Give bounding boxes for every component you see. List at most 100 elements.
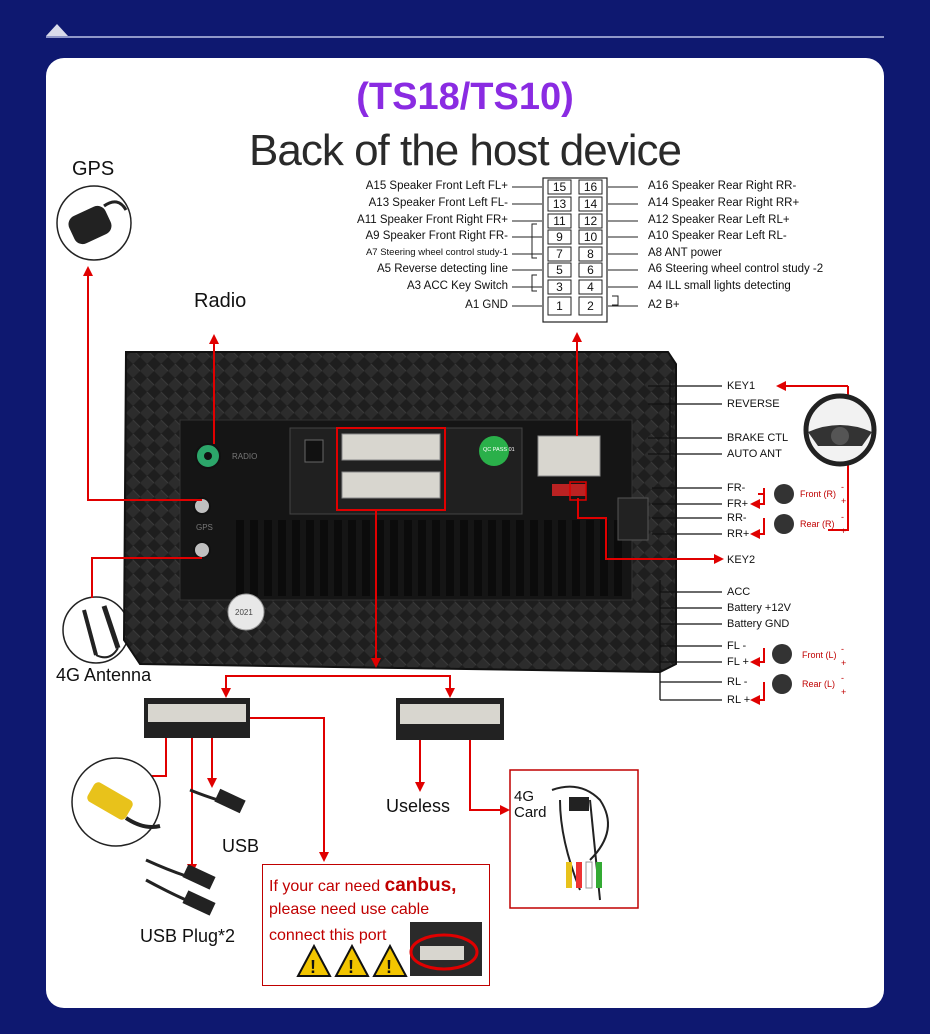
pin-number-left: 7	[556, 247, 563, 261]
pin-box	[578, 229, 603, 245]
speaker-front-r-label: Front (R)	[800, 489, 836, 499]
pin-number-left: 13	[552, 197, 567, 211]
top-divider	[46, 36, 884, 38]
pin-label-left: A3 ACC Key Switch	[407, 280, 508, 292]
speaker-rear-r-label: Rear (R)	[800, 519, 835, 529]
canbus-notice: If your car need canbus, please need use…	[262, 864, 490, 986]
wire-fl-plus: FL +	[727, 656, 749, 668]
harness-wires	[648, 380, 722, 701]
pin-box	[578, 246, 603, 262]
wire-fr-plus: FR+	[727, 498, 749, 510]
speaker-rear-l-plus: +	[841, 687, 847, 697]
pin-label-left: A15 Speaker Front Left FL+	[365, 180, 508, 192]
steering-wheel-icon	[803, 393, 877, 467]
reverse-camera-rca-icon	[71, 757, 161, 847]
pin-box	[547, 246, 572, 262]
radio-label: Radio	[194, 290, 247, 312]
pin-box	[547, 213, 572, 229]
model-subtitle: (TS18/TS10)	[356, 76, 574, 118]
4g-card-label: Card	[514, 804, 547, 821]
pin-number-right: 6	[587, 263, 594, 277]
pin-label-right: A12 Speaker Rear Left RL+	[648, 214, 790, 226]
pin-number-right: 14	[583, 197, 598, 211]
pin-number-left: 9	[556, 230, 563, 244]
pin-label-left: A11 Speaker Front Right FR+	[357, 214, 508, 226]
wire-battery-12v: Battery +12V	[727, 602, 791, 614]
pin-number-left: 15	[552, 180, 567, 194]
speaker-front-r-plus: +	[841, 496, 847, 506]
pin-box	[578, 262, 603, 278]
usb-plug-cables-icon	[145, 858, 216, 916]
wire-fl-minus: FL -	[727, 640, 747, 652]
wire-rr-plus: RR+	[727, 528, 750, 540]
speaker-rear-r-minus: -	[841, 512, 844, 522]
pin-number-right: 4	[587, 280, 594, 294]
pin-connector	[531, 177, 619, 323]
page-title: Back of the host device	[249, 126, 682, 175]
pin-box	[547, 279, 572, 295]
speaker-front-l-minus: -	[841, 644, 844, 654]
pin-number-right: 12	[583, 214, 598, 228]
canbus-line3: connect this port	[269, 927, 387, 944]
wire-rl-plus: RL +	[727, 694, 751, 706]
gps-antenna-icon	[56, 185, 132, 261]
pin-box	[578, 213, 603, 229]
pin-box	[547, 179, 572, 195]
pin-label-right: A2 B+	[648, 299, 680, 311]
connection-arrows	[83, 266, 849, 874]
pin-label-left: A5 Reverse detecting line	[376, 263, 508, 275]
gps-label: GPS	[72, 158, 115, 180]
pin-label-right: A10 Speaker Rear Left RL-	[648, 230, 787, 242]
pin-box	[578, 279, 603, 295]
top-triangle-icon	[46, 24, 68, 36]
svg-text:!: !	[348, 957, 354, 977]
wire-key2: KEY2	[727, 554, 756, 566]
pin-label-left: A1 GND	[465, 299, 508, 311]
host-device	[122, 351, 677, 674]
pin-box	[547, 296, 572, 316]
pin-box	[547, 196, 572, 212]
pin-label-right: A6 Steering wheel control study -2	[648, 263, 824, 275]
year-sticker: 2021	[235, 608, 253, 617]
wire-battery-gnd: Battery GND	[727, 618, 790, 630]
pin-number-left: 1	[556, 299, 563, 313]
canbus-line1: If your car need	[269, 878, 385, 895]
usb-plug-label: USB Plug*2	[140, 926, 236, 946]
wire-auto-ant: AUTO ANT	[727, 448, 782, 460]
pin-label-left: A7 Steering wheel control study-1	[365, 247, 508, 258]
wire-key1: KEY1	[727, 380, 756, 392]
gps-port-label: GPS	[196, 523, 213, 532]
useless-label: Useless	[386, 796, 451, 816]
speaker-front-l-label: Front (L)	[802, 650, 837, 660]
pin-box	[547, 262, 572, 278]
speaker-rear-l-minus: -	[841, 673, 844, 683]
pin-box	[578, 196, 603, 212]
wire-rl-minus: RL -	[727, 676, 748, 688]
radio-port-label: RADIO	[232, 452, 257, 461]
pin-number-left: 5	[556, 263, 563, 277]
speaker-front-l-plus: +	[841, 658, 847, 668]
usb-label: USB	[222, 836, 260, 856]
pin-label-left: A13 Speaker Front Left FL-	[368, 197, 508, 209]
wire-rr-minus: RR-	[727, 512, 747, 524]
rca-plugs-icon	[566, 861, 602, 889]
4g-card-label-top: 4G	[514, 788, 535, 805]
speaker-icons	[772, 484, 794, 694]
pin-box	[578, 179, 603, 195]
speaker-rear-r-plus: +	[841, 526, 847, 536]
qc-sticker: QC PASS 01	[483, 447, 515, 453]
wire-fr-minus: FR-	[727, 482, 746, 494]
pin-label-right: A4 ILL small lights detecting	[648, 280, 791, 292]
svg-text:!: !	[386, 957, 392, 977]
4g-antenna-label: 4G Antenna	[56, 665, 152, 685]
pin-number-right: 16	[583, 180, 598, 194]
pin-label-left: A9 Speaker Front Right FR-	[365, 230, 508, 242]
pin-box	[547, 229, 572, 245]
pin-label-right: A8 ANT power	[648, 247, 722, 259]
warning-icons: ! ! !	[296, 943, 408, 977]
wire-acc: ACC	[727, 586, 751, 598]
pin-box	[578, 296, 603, 316]
speaker-rear-l-label: Rear (L)	[802, 679, 836, 689]
harness-plugs	[144, 698, 504, 740]
